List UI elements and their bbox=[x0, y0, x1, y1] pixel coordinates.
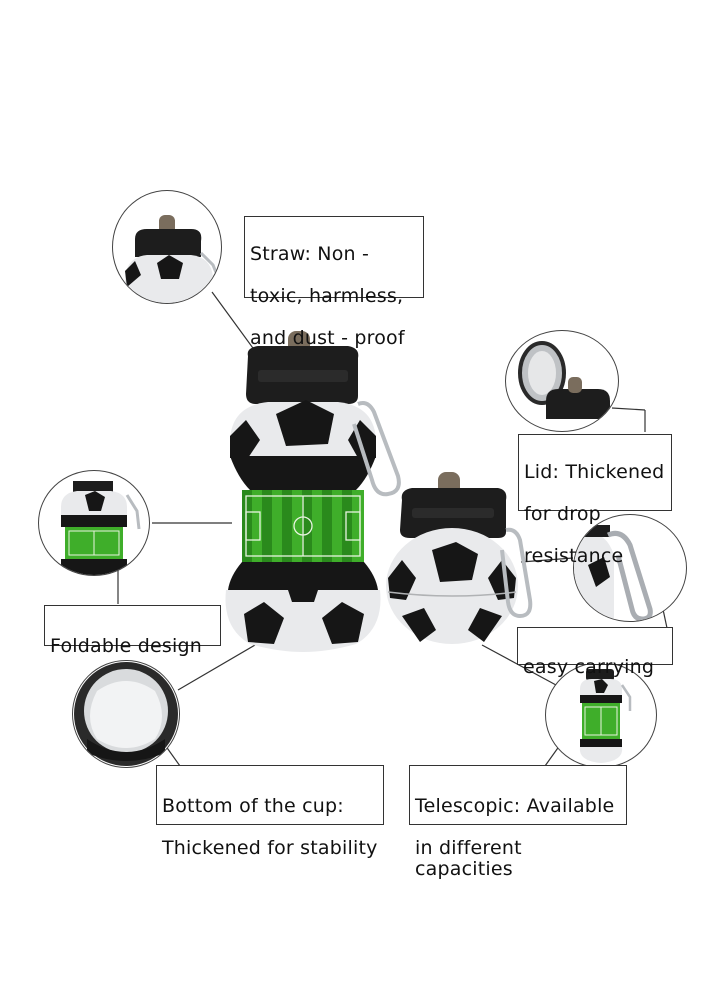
carry-detail-image bbox=[574, 525, 653, 621]
label-telescopic: Telescopic: Available in different capac… bbox=[409, 765, 627, 880]
label-lid: Lid: Thickened for drop resistance bbox=[518, 434, 672, 567]
label-straw-line-1: Straw: Non - bbox=[250, 243, 370, 265]
label-lid-line-3: resistance bbox=[524, 545, 624, 567]
connector-lid bbox=[611, 407, 646, 411]
detail-telescopic-circle bbox=[545, 662, 657, 768]
lid-detail-image bbox=[518, 341, 610, 419]
label-carrying: easy carrying bbox=[517, 627, 673, 678]
connector-straw bbox=[211, 291, 259, 356]
detail-carry-circle bbox=[573, 514, 687, 622]
label-straw: Straw: Non - toxic, harmless, and dust -… bbox=[244, 216, 424, 349]
label-straw-line-2: toxic, harmless, bbox=[250, 285, 404, 307]
detail-bottom-circle bbox=[72, 660, 180, 768]
main-bottle-image bbox=[225, 331, 401, 652]
label-bottom-line-1: Bottom of the cup: bbox=[162, 795, 344, 817]
connector-carry bbox=[520, 557, 574, 563]
fold-detail-image bbox=[61, 481, 141, 575]
label-telescopic-line-1: Telescopic: Available bbox=[415, 795, 615, 817]
connector-bottom bbox=[177, 644, 256, 691]
label-bottom: Bottom of the cup: Thickened for stabili… bbox=[156, 765, 384, 859]
small-bottle-image bbox=[386, 472, 533, 644]
label-bottom-line-2: Thickened for stability bbox=[162, 837, 378, 859]
label-lid-line-1: Lid: Thickened bbox=[524, 461, 665, 483]
label-lid-line-2: for drop bbox=[524, 503, 601, 525]
label-foldable: Foldable design bbox=[44, 605, 221, 657]
detail-lid-circle bbox=[505, 330, 619, 432]
label-foldable-text: Foldable design bbox=[50, 635, 202, 657]
telescopic-detail-image bbox=[579, 669, 632, 763]
detail-fold-circle bbox=[38, 470, 150, 576]
detail-straw-circle bbox=[112, 190, 222, 304]
label-carrying-text: easy carrying bbox=[523, 656, 655, 678]
bottom-detail-image bbox=[74, 662, 178, 766]
carabiner bbox=[352, 401, 401, 497]
straw-detail-image bbox=[125, 215, 219, 303]
label-telescopic-line-2: in different capacities bbox=[415, 837, 522, 880]
connector-telescopic bbox=[481, 644, 557, 686]
label-straw-line-3: and dust - proof bbox=[250, 327, 405, 349]
